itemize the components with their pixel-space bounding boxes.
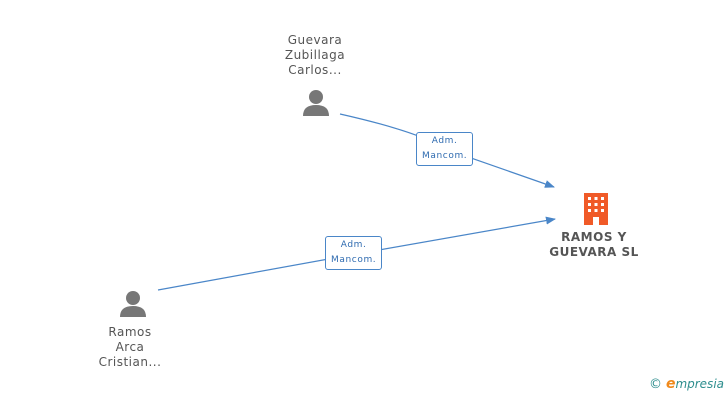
edge-label-person2[interactable]: Adm. Mancom. xyxy=(325,236,383,270)
empresia-watermark: © empresia xyxy=(649,376,724,392)
copyright-icon: © xyxy=(648,376,662,392)
person-icon[interactable] xyxy=(301,88,331,122)
company-label[interactable]: RAMOS Y GUEVARA SL xyxy=(549,230,639,259)
brand-name: mpresia xyxy=(675,377,724,391)
person-icon[interactable] xyxy=(118,289,148,323)
person1-label[interactable]: Guevara Zubillaga Carlos... xyxy=(284,33,346,77)
person2-label[interactable]: Ramos Arca Cristian... xyxy=(98,325,162,369)
brand-initial: e xyxy=(665,376,676,392)
edge-label-person1[interactable]: Adm. Mancom. xyxy=(416,132,474,166)
building-icon[interactable] xyxy=(581,192,611,230)
